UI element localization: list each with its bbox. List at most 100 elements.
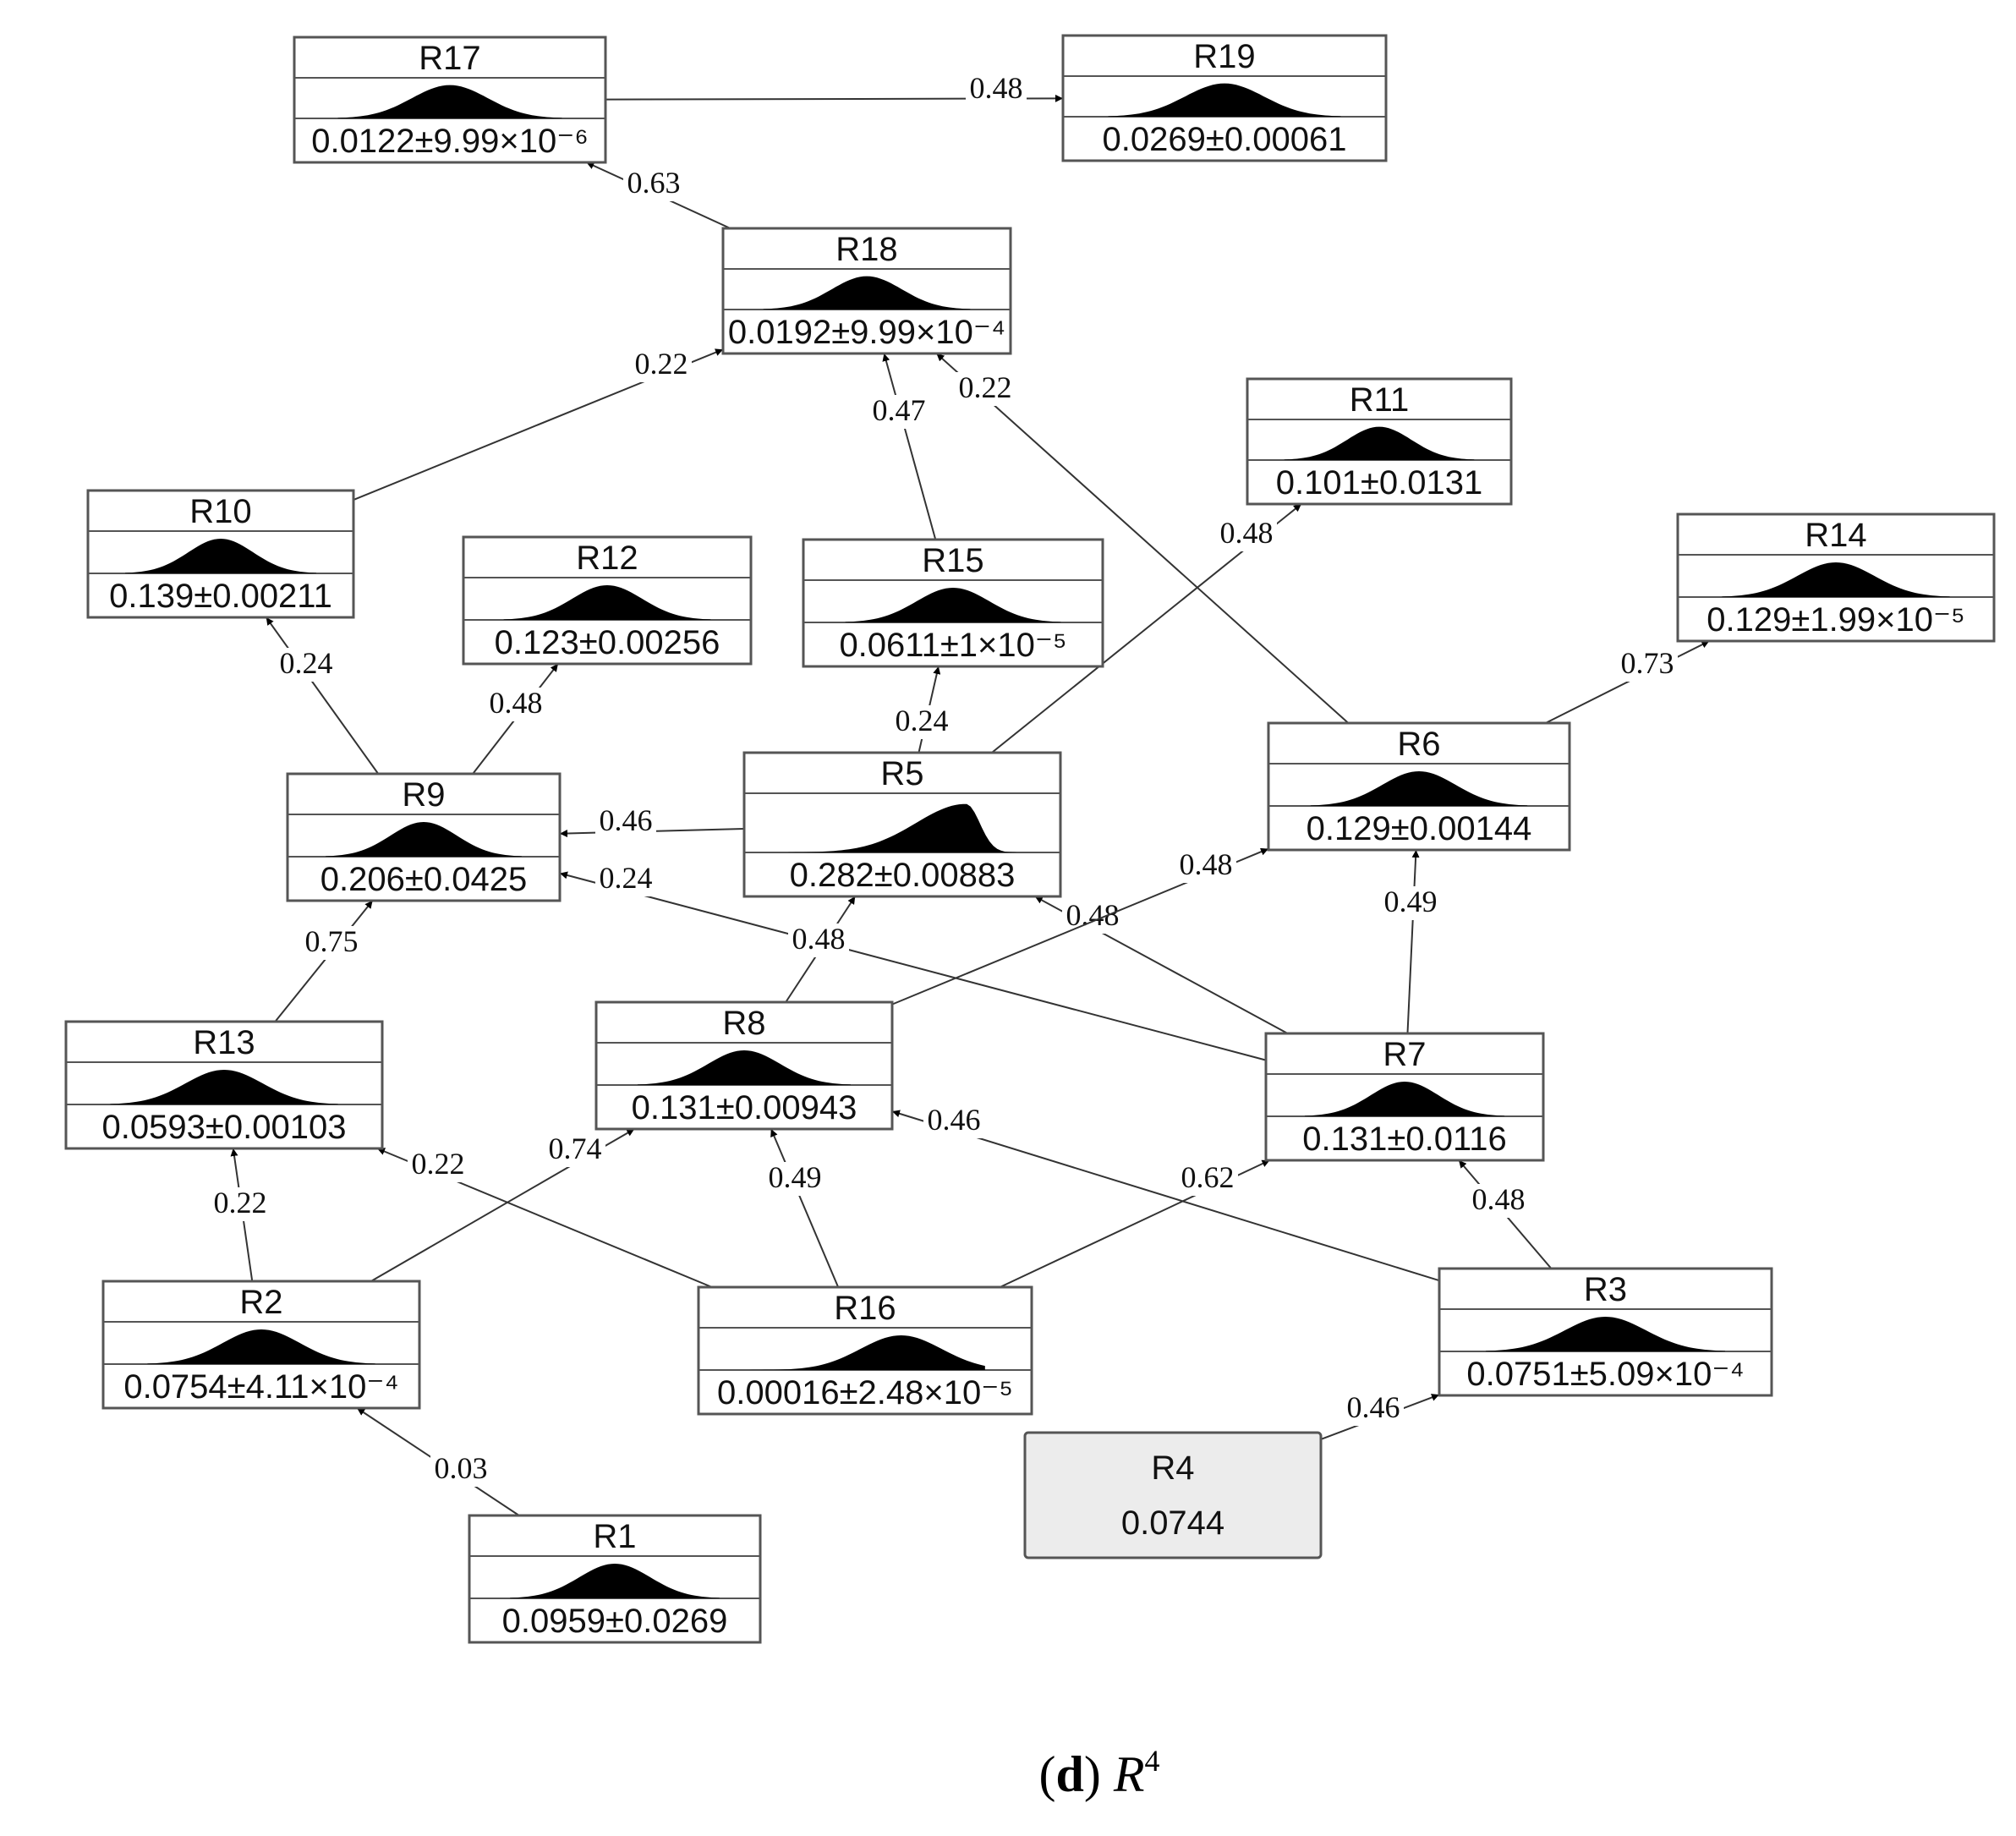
edge-label-bg	[1062, 900, 1123, 934]
edge-r5-to-r15: 0.24	[891, 666, 952, 754]
distribution-histogram	[1722, 562, 1950, 597]
edge-r16-to-r8: 0.49	[764, 1128, 840, 1288]
edge-line	[265, 617, 380, 775]
distribution-histogram	[845, 588, 1061, 622]
edge-r5-to-r11: 0.48	[991, 503, 1302, 754]
edge-r16-to-r13: 0.22	[376, 1147, 713, 1288]
node-r9[interactable]: R90.206±0.0425	[286, 772, 562, 902]
edge-label-bg	[1177, 1162, 1238, 1196]
distribution-histogram	[326, 822, 522, 857]
edge-weight-label: 0.22	[412, 1147, 465, 1181]
edge-r9-to-r12: 0.48	[472, 663, 559, 775]
edge-weight-label: 0.22	[214, 1186, 267, 1219]
distribution-histogram	[763, 276, 971, 310]
edge-r16-to-r7: 0.62	[1000, 1159, 1270, 1288]
node-title: R8	[722, 1005, 765, 1042]
edge-r3-to-r7: 0.48	[1458, 1159, 1553, 1269]
node-r16[interactable]: R16 0.00016±2.48×10⁻⁵	[697, 1285, 1033, 1416]
edge-weight-label: 0.75	[305, 924, 359, 958]
edge-label-bg	[955, 372, 1016, 406]
edge-weight-label: 0.03	[435, 1451, 488, 1485]
edge-r17-to-r19: 0.48	[605, 71, 1064, 107]
edge-label-bg	[631, 348, 692, 382]
distribution-histogram	[337, 85, 562, 118]
edge-label-bg	[623, 167, 684, 201]
edge-r13-to-r9: 0.75	[274, 900, 374, 1022]
edge-weight-label: 0.24	[600, 861, 653, 895]
edge-weight-label: 0.48	[490, 686, 543, 720]
edge-label-bg	[788, 923, 849, 957]
node-title: R7	[1383, 1036, 1426, 1073]
node-title: R15	[922, 542, 983, 579]
edge-line	[559, 871, 1267, 1061]
node-value: 0.0959±0.0269	[502, 1603, 728, 1640]
caption-letter: d	[1055, 1746, 1083, 1802]
node-title: R3	[1584, 1271, 1627, 1308]
node-title: R16	[834, 1290, 896, 1327]
edge-r4-to-r3: 0.46	[1320, 1390, 1440, 1440]
node-title: R14	[1805, 517, 1866, 554]
node-value: 0.0593±0.00103	[102, 1109, 347, 1146]
node-r5[interactable]: R50.282±0.00883	[742, 751, 1062, 898]
edge-label-bg	[485, 688, 546, 721]
node-title: R19	[1193, 38, 1255, 75]
node-value: 0.131±0.00943	[632, 1089, 857, 1126]
distribution-histogram	[503, 585, 711, 620]
distribution-histogram	[638, 1050, 851, 1085]
edge-r9-to-r10: 0.24	[265, 617, 380, 775]
edge-weight-label: 0.48	[792, 922, 846, 956]
edge-r2-to-r13: 0.22	[210, 1148, 271, 1282]
edge-line	[1406, 849, 1420, 1034]
edge-weight-label: 0.46	[1347, 1390, 1400, 1424]
edge-r8-to-r5: 0.48	[785, 896, 857, 1003]
distribution-histogram	[745, 1335, 985, 1370]
node-value: 0.123±0.00256	[495, 624, 720, 661]
edge-weight-label: 0.48	[1180, 847, 1233, 881]
edge-label-bg	[1468, 1184, 1529, 1218]
node-value: 0.00016±2.48×10⁻⁵	[717, 1374, 1013, 1411]
edge-weight-label: 0.48	[1220, 516, 1274, 550]
edge-label-bg	[764, 1162, 825, 1196]
edge-weight-label: 0.22	[635, 347, 688, 381]
distribution-histogram	[1284, 426, 1475, 460]
distribution-histogram	[147, 1329, 375, 1364]
node-r4[interactable]: R40.0744	[1023, 1431, 1323, 1559]
node-title: R5	[880, 755, 923, 792]
node-r8[interactable]: R8 0.131±0.00943	[594, 1000, 894, 1131]
edge-line	[274, 900, 374, 1022]
edge-label-bg	[301, 926, 362, 960]
node-value: 0.0192±9.99×10⁻⁴	[728, 314, 1005, 351]
edge-line	[1545, 640, 1710, 724]
edge-weight-label: 0.62	[1181, 1160, 1235, 1194]
figure-caption: (d) R4	[1039, 1744, 1160, 1802]
edge-weight-label: 0.48	[1472, 1182, 1526, 1216]
edge-line	[882, 353, 937, 540]
edge-weight-label: 0.48	[1066, 898, 1120, 932]
node-r6[interactable]: R60.129±0.00144	[1267, 721, 1571, 852]
edge-weight-label: 0.49	[769, 1160, 822, 1194]
node-r1[interactable]: R10.0959±0.0269	[468, 1514, 762, 1644]
edge-weight-label: 0.47	[873, 393, 926, 427]
edge-weight-label: 0.49	[1384, 885, 1438, 918]
node-r3[interactable]: R30.0751±5.09×10⁻⁴	[1438, 1267, 1773, 1397]
node-r7[interactable]: R70.131±0.0116	[1264, 1032, 1545, 1162]
node-r2[interactable]: R20.0754±4.11×10⁻⁴	[101, 1280, 421, 1410]
edge-r7-to-r5: 0.48	[1034, 896, 1289, 1034]
distribution-histogram	[1304, 1082, 1505, 1116]
edge-weight-label: 0.73	[1621, 646, 1674, 680]
edge-weight-label: 0.46	[928, 1103, 981, 1137]
node-title: R2	[239, 1284, 282, 1321]
edge-label-bg	[210, 1187, 271, 1221]
edge-r8-to-r6: 0.48	[891, 847, 1269, 1006]
caption-superscript: 4	[1145, 1744, 1160, 1778]
caption-symbol: R	[1113, 1746, 1145, 1802]
